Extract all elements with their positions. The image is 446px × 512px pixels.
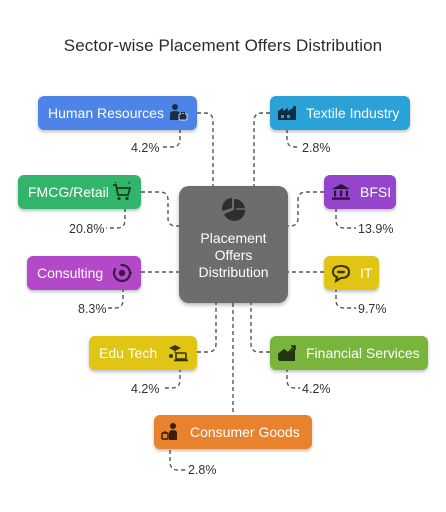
percent-consulting: 8.3% bbox=[78, 302, 107, 316]
node-label: Human Resources bbox=[48, 105, 164, 121]
target-icon bbox=[111, 262, 133, 284]
percent-textile-industry: 2.8% bbox=[302, 141, 331, 155]
node-label: BFSI bbox=[360, 184, 392, 200]
person-briefcase-icon bbox=[167, 102, 189, 124]
node-fmcg-retail: FMCG/Retail bbox=[18, 175, 141, 209]
node-label: Consumer Goods bbox=[190, 424, 300, 440]
node-label: FMCG/Retail bbox=[28, 184, 109, 200]
node-label: IT bbox=[360, 265, 373, 281]
node-consulting: Consulting bbox=[27, 256, 141, 290]
percent-financial-services: 4.2% bbox=[302, 382, 331, 396]
percent-human-resources: 4.2% bbox=[131, 141, 160, 155]
node-bfsi: BFSI bbox=[324, 175, 396, 209]
bank-icon bbox=[330, 181, 352, 203]
shopper-icon bbox=[160, 421, 182, 443]
percent-fmcg-retail: 20.8% bbox=[69, 222, 105, 236]
center-node: Placement Offers Distribution bbox=[179, 186, 288, 303]
node-label: Consulting bbox=[37, 265, 104, 281]
diagram-title: Sector-wise Placement Offers Distributio… bbox=[63, 36, 383, 55]
node-it: IT bbox=[324, 256, 379, 290]
node-textile-industry: Textile Industry bbox=[270, 96, 410, 130]
node-label: Financial Services bbox=[306, 345, 420, 361]
node-label: Textile Industry bbox=[306, 105, 400, 121]
percent-it: 9.7% bbox=[358, 302, 387, 316]
node-financial-services: Financial Services bbox=[270, 336, 428, 370]
node-human-resources: Human Resources bbox=[38, 96, 197, 130]
factory-icon bbox=[276, 102, 298, 124]
shopping-cart-icon bbox=[111, 181, 133, 203]
center-label: Placement Offers Distribution bbox=[198, 230, 269, 280]
percent-bfsi: 13.9% bbox=[358, 222, 394, 236]
node-label: Edu Tech bbox=[99, 345, 158, 361]
graduation-laptop-icon bbox=[167, 342, 189, 364]
node-consumer-goods: Consumer Goods bbox=[154, 415, 312, 449]
pie-chart-icon bbox=[220, 196, 248, 224]
percent-consumer-goods: 2.8% bbox=[188, 463, 217, 477]
percent-edu-tech: 4.2% bbox=[131, 382, 160, 396]
chat-bubble-icon bbox=[330, 262, 352, 284]
growth-chart-icon bbox=[276, 342, 298, 364]
node-edu-tech: Edu Tech bbox=[89, 336, 197, 370]
